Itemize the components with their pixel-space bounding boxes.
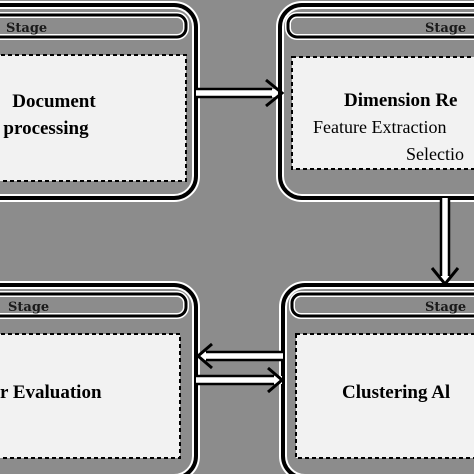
arrow-right-top-to-bottom: [430, 198, 460, 287]
stage-dimension-reduction: Stage Dimension Re Feature Extraction Se…: [276, 1, 474, 202]
stage-title-line1: r Evaluation: [0, 382, 102, 403]
stage-content-box: [291, 56, 474, 170]
stage-content-box: [0, 54, 187, 182]
stage-label: Stage: [6, 21, 47, 36]
stage-title-line1: Dimension Re: [344, 90, 457, 111]
stage-header: [0, 292, 188, 318]
stage-subtitle-line2: Selectio: [406, 144, 464, 164]
stage-title-line1: Document: [12, 91, 96, 112]
arrow-bottom-left-to-right: [196, 366, 285, 394]
stage-document-processing: Stage Document processing: [0, 1, 200, 202]
stage-header: [0, 13, 188, 39]
stage-frame: [281, 283, 474, 474]
stage-content-box: [295, 333, 474, 459]
stage-subtitle-line1: Feature Extraction: [313, 117, 446, 137]
stage-header: [290, 292, 474, 318]
stage-label: Stage: [425, 21, 466, 36]
stage-header: [286, 13, 474, 39]
stage-frame: [278, 3, 474, 200]
stage-label: Stage: [425, 300, 466, 315]
stage-evaluation: Stage r Evaluation: [0, 281, 200, 474]
stage-clustering-algorithm: Stage Clustering Al: [279, 281, 474, 474]
arrow-bottom-right-to-left: [195, 342, 283, 370]
stage-title-line1: Clustering Al: [342, 382, 450, 403]
stage-frame: [0, 3, 198, 200]
stage-content-box: [0, 333, 181, 459]
stage-title-line2: processing: [3, 118, 89, 139]
stage-label: Stage: [8, 300, 49, 315]
arrow-top-left-to-right: [196, 78, 285, 108]
